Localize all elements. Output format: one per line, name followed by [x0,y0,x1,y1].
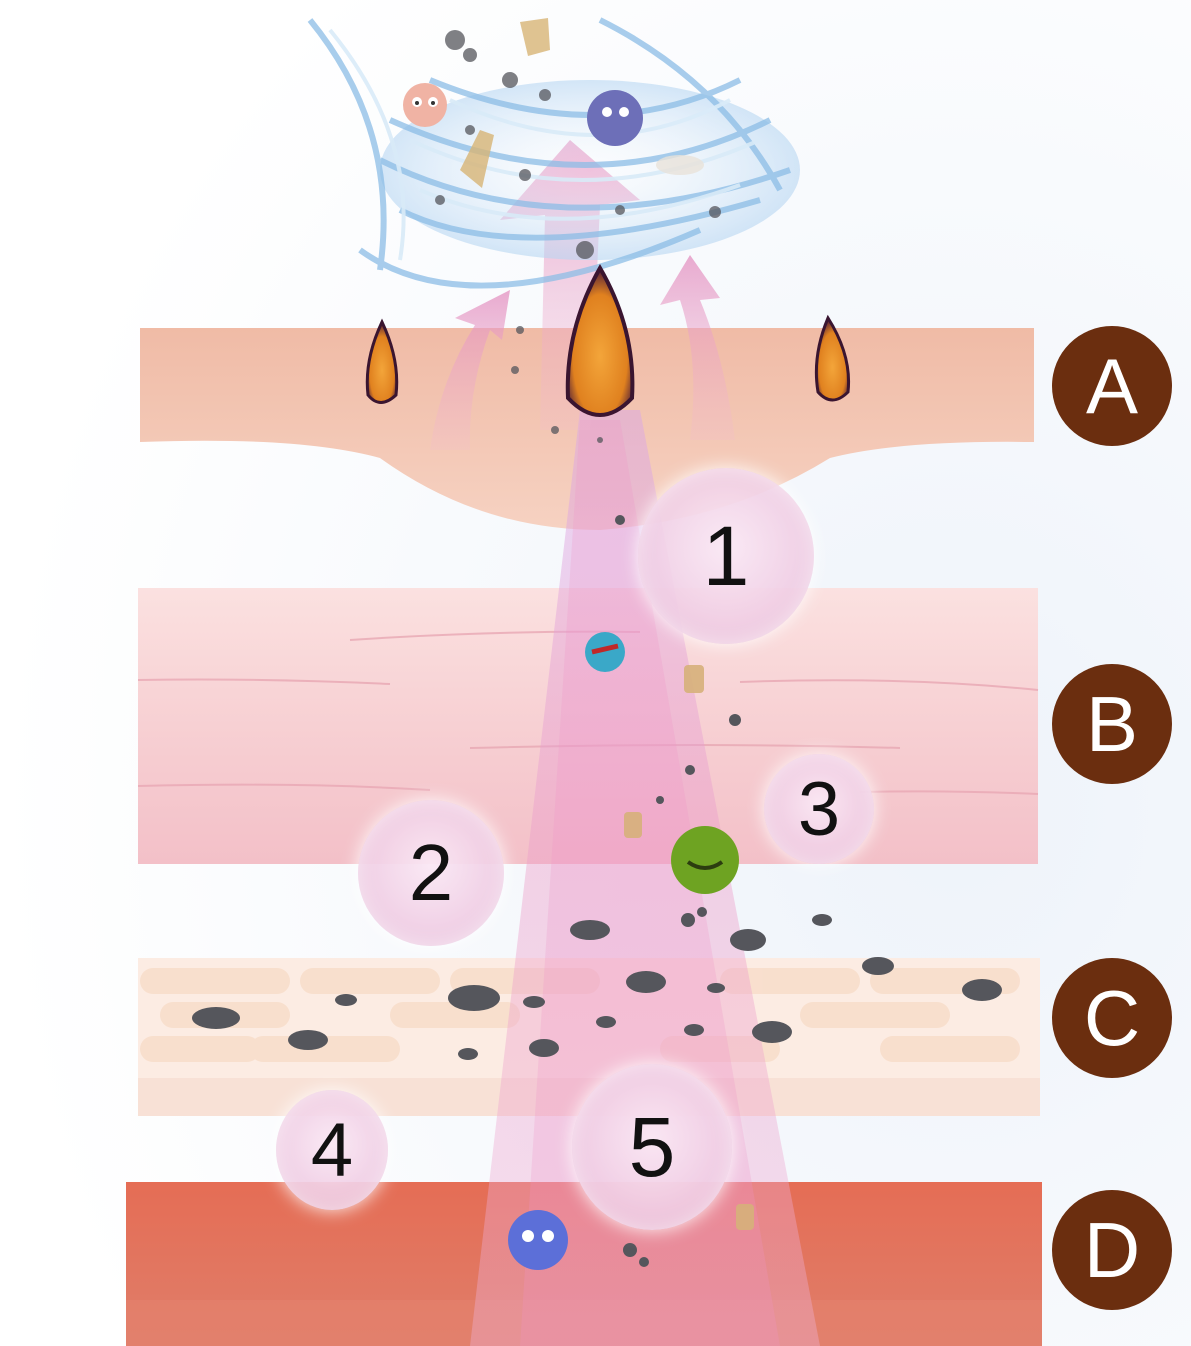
layer-b-badge: B [1052,664,1172,784]
marker-4-label: 4 [311,1107,353,1194]
layer-d-label: D [1084,1205,1140,1296]
marker-2-label: 2 [409,827,454,919]
marker-2: 2 [358,800,504,946]
marker-3: 3 [764,754,874,864]
layer-c-badge: C [1052,958,1172,1078]
layer-c-label: C [1084,973,1140,1064]
layer-a-label: A [1086,341,1138,432]
marker-1-label: 1 [703,508,750,605]
layer-d-badge: D [1052,1190,1172,1310]
marker-5: 5 [572,1064,732,1230]
layer-a-badge: A [1052,326,1172,446]
layer-b-label: B [1086,679,1138,770]
marker-5-label: 5 [629,1099,676,1196]
marker-4: 4 [276,1090,388,1210]
marker-3-label: 3 [798,766,840,853]
marker-1: 1 [638,468,814,644]
